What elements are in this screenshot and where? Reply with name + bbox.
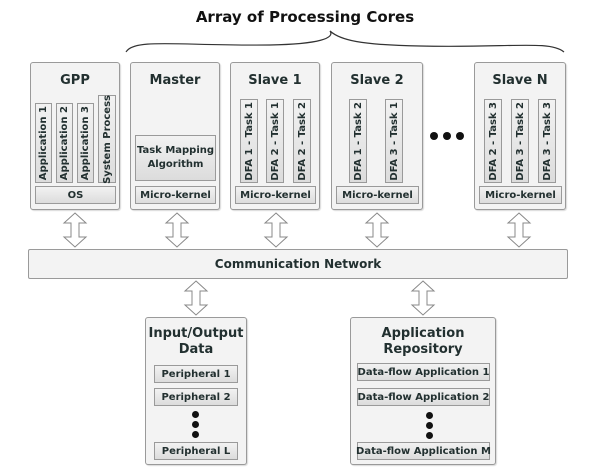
peripheral-l: Peripheral L bbox=[154, 442, 238, 460]
slave-1-task-3: DFA 2 - Task 2 bbox=[293, 99, 311, 183]
slave-1-network-arrow-icon bbox=[263, 212, 289, 248]
gpp-panel: GPP Application 1 Application 2 Applicat… bbox=[30, 62, 120, 210]
horizontal-ellipsis-icon bbox=[430, 132, 466, 142]
repository-title-line-2: Repository bbox=[383, 342, 463, 357]
slave-2-task-2: DFA 3 - Task 1 bbox=[385, 99, 403, 183]
gpp-application-2: Application 2 bbox=[56, 103, 73, 183]
io-data-panel: Input/Output Data Peripheral 1 Periphera… bbox=[145, 317, 247, 465]
repository-network-arrow-icon bbox=[410, 280, 436, 316]
communication-network: Communication Network bbox=[28, 249, 568, 279]
slave-1-micro-kernel: Micro-kernel bbox=[235, 186, 316, 204]
repository-title-line-1: Application bbox=[381, 326, 465, 341]
master-micro-kernel: Micro-kernel bbox=[135, 186, 216, 204]
slave-2-title: Slave 2 bbox=[350, 73, 404, 88]
slave-n-micro-kernel: Micro-kernel bbox=[479, 186, 562, 204]
slave-2-micro-kernel: Micro-kernel bbox=[336, 186, 419, 204]
slave-n-task-3: DFA 3 - Task 3 bbox=[538, 99, 556, 183]
slave-1-title: Slave 1 bbox=[248, 73, 302, 88]
slave-n-network-arrow-icon bbox=[506, 212, 532, 248]
dataflow-application-1: Data-flow Application 1 bbox=[357, 363, 490, 381]
slave-2-panel: Slave 2 DFA 1 - Task 2 DFA 3 - Task 1 Mi… bbox=[331, 62, 423, 210]
slave-1-task-2: DFA 2 - Task 1 bbox=[266, 99, 284, 183]
slave-n-panel: Slave N DFA 2 - Task 3 DFA 3 - Task 2 DF… bbox=[474, 62, 566, 210]
gpp-application-1: Application 1 bbox=[35, 103, 52, 183]
vertical-ellipsis-icon bbox=[426, 412, 434, 440]
vertical-ellipsis-icon bbox=[192, 411, 200, 439]
master-title: Master bbox=[149, 73, 201, 88]
task-mapping-algorithm: Task Mapping Algorithm bbox=[135, 135, 216, 181]
gpp-application-3: Application 3 bbox=[77, 103, 94, 183]
gpp-os: OS bbox=[35, 186, 116, 204]
master-panel: Master Task Mapping Algorithm Micro-kern… bbox=[130, 62, 220, 210]
io-network-arrow-icon bbox=[183, 280, 209, 316]
gpp-system-process: System Process bbox=[98, 95, 116, 183]
slave-2-network-arrow-icon bbox=[364, 212, 390, 248]
master-network-arrow-icon bbox=[164, 212, 190, 248]
dataflow-application-m: Data-flow Application M bbox=[356, 442, 491, 460]
slave-1-task-1: DFA 1 - Task 1 bbox=[240, 99, 258, 183]
brace-icon bbox=[125, 30, 565, 53]
io-title-line-2: Data bbox=[178, 342, 214, 357]
slave-1-panel: Slave 1 DFA 1 - Task 1 DFA 2 - Task 1 DF… bbox=[230, 62, 320, 210]
peripheral-1: Peripheral 1 bbox=[154, 365, 238, 383]
gpp-title: GPP bbox=[60, 73, 90, 88]
io-title-line-1: Input/Output bbox=[148, 326, 244, 341]
slave-n-task-2: DFA 3 - Task 2 bbox=[511, 99, 529, 183]
gpp-network-arrow-icon bbox=[62, 212, 88, 248]
slave-n-task-1: DFA 2 - Task 3 bbox=[484, 99, 502, 183]
slave-2-task-1: DFA 1 - Task 2 bbox=[349, 99, 367, 183]
peripheral-2: Peripheral 2 bbox=[154, 388, 238, 406]
diagram-title: Array of Processing Cores bbox=[195, 8, 415, 26]
application-repository-panel: Application Repository Data-flow Applica… bbox=[350, 317, 496, 465]
dataflow-application-2: Data-flow Application 2 bbox=[357, 388, 490, 406]
slave-n-title: Slave N bbox=[492, 73, 548, 88]
